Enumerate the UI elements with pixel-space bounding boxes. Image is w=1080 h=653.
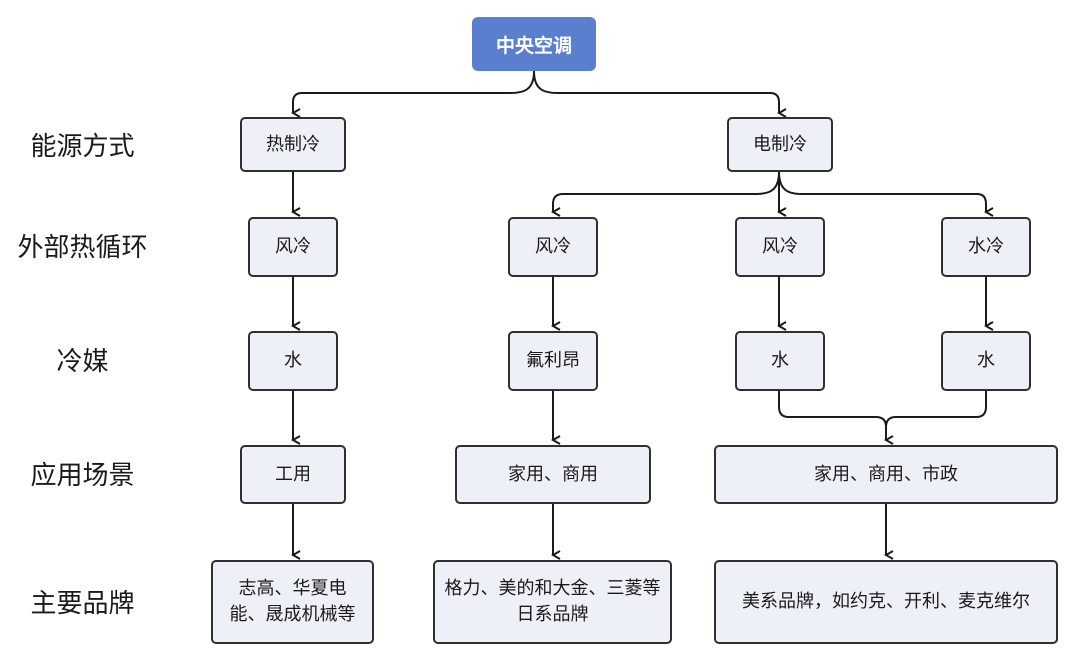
node-refrigerant-1: 水: [248, 331, 338, 391]
node-label: 家用、商用: [508, 463, 598, 485]
node-refrigerant-3: 水: [735, 331, 825, 391]
edge-root-electric: [533, 70, 779, 113]
node-brands-3: 美系品牌，如约克、开利、麦克维尔: [714, 560, 1058, 644]
node-scenario-3: 家用、商用、市政: [714, 445, 1058, 504]
node-label: 氟利昂: [526, 350, 580, 371]
row-label-heat-cycle: 外部热循环: [17, 233, 148, 263]
node-label: 志高、华夏电能、晟成机械等: [229, 578, 356, 625]
node-label: 风冷: [535, 236, 571, 257]
edge-ref4-merge: [885, 391, 987, 428]
node-label: 工用: [275, 463, 311, 485]
node-heat-cycle-2: 风冷: [508, 217, 598, 277]
node-label: 水冷: [968, 236, 1004, 257]
edge-root-split: [293, 70, 535, 113]
node-heat-cycle-3: 风冷: [735, 217, 825, 277]
node-label: 美系品牌，如约克、开利、麦克维尔: [742, 591, 1030, 612]
node-label: 家用、商用、市政: [814, 463, 958, 485]
node-scenario-1: 工用: [240, 445, 346, 504]
node-label: 电制冷: [753, 133, 807, 155]
node-heat-cycle-1: 风冷: [248, 217, 338, 277]
node-label: 水: [977, 350, 995, 371]
node-label: 水: [284, 350, 302, 371]
node-refrigerant-4: 水: [941, 331, 1031, 391]
row-label-brands: 主要品牌: [30, 589, 135, 619]
node-electric-cooling: 电制冷: [727, 117, 833, 172]
node-heat-cycle-4: 水冷: [941, 217, 1031, 277]
edge-electric-c2: [553, 171, 780, 212]
node-refrigerant-2: 氟利昂: [508, 331, 598, 391]
node-label: 格力、美的和大金、三菱等日系品牌: [444, 578, 661, 625]
node-scenario-2: 家用、商用: [455, 445, 651, 504]
node-thermal-cooling: 热制冷: [240, 117, 346, 172]
node-label: 热制冷: [266, 133, 320, 155]
node-brands-2: 格力、美的和大金、三菱等日系品牌: [433, 560, 672, 644]
row-label-energy: 能源方式: [30, 132, 135, 162]
row-label-refrigerant: 冷媒: [56, 347, 109, 377]
edge-electric-c4: [778, 171, 986, 212]
node-label: 风冷: [275, 236, 311, 257]
edge-ref3-merge: [778, 391, 886, 440]
root-label: 中央空调: [495, 34, 572, 57]
node-label: 水: [771, 350, 789, 371]
node-label: 风冷: [762, 236, 798, 257]
row-label-scenario: 应用场景: [30, 461, 135, 491]
root-node: 中央空调: [472, 17, 596, 71]
node-brands-1: 志高、华夏电能、晟成机械等: [211, 560, 374, 644]
